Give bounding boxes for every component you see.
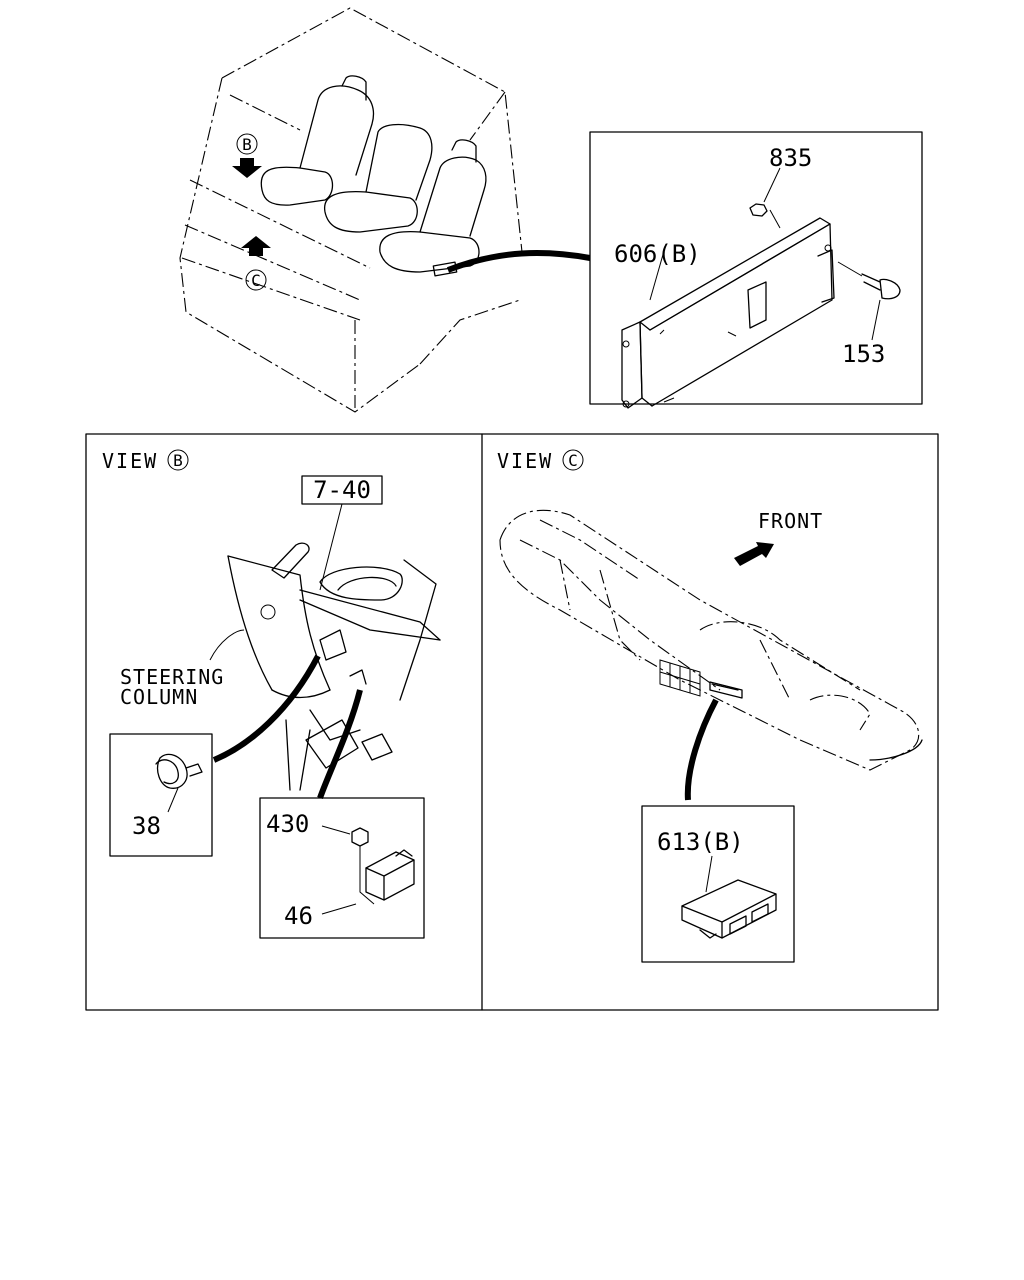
instrument-panel-sketch (499, 509, 923, 771)
steering-label-line1: STEERING (120, 665, 224, 689)
grid-block (659, 659, 701, 697)
view-panels-frame (85, 433, 939, 1011)
callout-7-40: 7-40 (313, 476, 371, 504)
view-c-letter: C (568, 451, 578, 470)
arrow-down-icon (232, 158, 262, 178)
nut-835 (749, 167, 781, 229)
view-b-title: VIEW B (102, 449, 189, 473)
cab-overview: B C (179, 7, 591, 413)
callout-613b: 613(B) (657, 828, 744, 856)
steering-column-sketch (209, 542, 441, 791)
detail-box-613b: 613(B) (641, 805, 795, 963)
view-b-letter: B (173, 451, 183, 470)
module-606b (621, 217, 835, 409)
view-b-word: VIEW (102, 449, 158, 473)
view-c-title: VIEW C (497, 449, 584, 473)
detail-box-430-46: 430 46 (259, 797, 425, 939)
callout-38: 38 (132, 812, 161, 840)
callout-835: 835 (769, 144, 812, 172)
view-b-panel: VIEW B 7-40 STE (102, 449, 441, 939)
marker-b: B (232, 133, 262, 178)
steering-label-line2: COLUMN (120, 685, 198, 709)
detail-box-606b: 835 606(B) 153 (589, 131, 923, 409)
view-c-panel: VIEW C FRONT (497, 449, 923, 963)
callout-606b: 606(B) (614, 240, 701, 268)
cab-seats (260, 75, 487, 277)
marker-c-letter: C (251, 271, 261, 290)
marker-b-letter: B (242, 135, 252, 154)
bolt-153 (837, 261, 901, 341)
view-c-word: VIEW (497, 449, 553, 473)
callout-46: 46 (284, 902, 313, 930)
arrow-front-icon (734, 542, 774, 566)
marker-c: C (241, 236, 271, 291)
callout-153: 153 (842, 340, 885, 368)
callout-430: 430 (266, 810, 309, 838)
detail-box-38: 38 (109, 733, 213, 857)
front-label: FRONT (758, 509, 823, 533)
arrow-up-icon (241, 236, 271, 256)
